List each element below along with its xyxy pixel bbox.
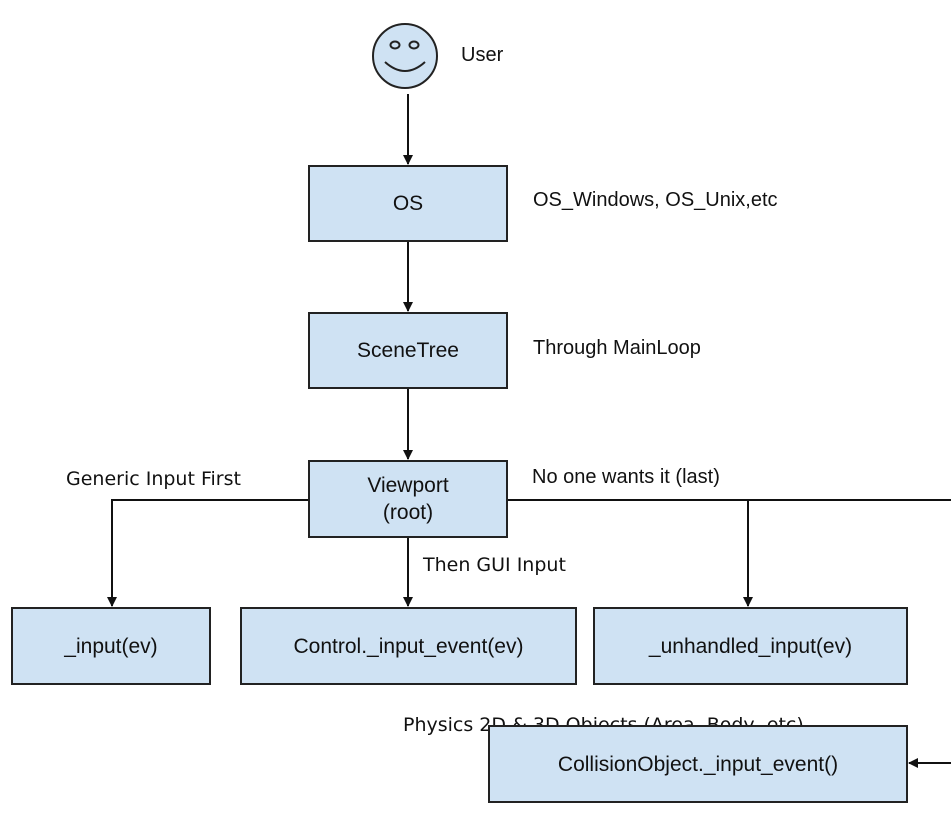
control-input-event-label: Control._input_event(ev) [293,634,524,658]
collision-object-node: CollisionObject._input_event() [488,725,908,803]
arrow-viewport-to-input [107,499,308,607]
os-note: OS_Windows, OS_Unix,etc [533,189,778,211]
scenetree-node-label: SceneTree [357,339,459,362]
viewport-node-line1: Viewport [367,474,449,497]
unhandled-input-label: _unhandled_input(ev) [648,634,853,658]
scenetree-node: SceneTree [308,312,508,389]
collision-object-label: CollisionObject._input_event() [557,752,839,776]
control-input-event-node: Control._input_event(ev) [240,607,577,685]
no-one-wants-label: No one wants it (last) [532,466,720,488]
viewport-node: Viewport (root) [308,460,508,538]
generic-input-first-label: Generic Input First [66,468,241,490]
viewport-node-line2: (root) [382,501,434,524]
input-node-label: _input(ev) [64,634,158,658]
scenetree-note: Through MainLoop [533,337,701,359]
then-gui-input-label: Then GUI Input [423,554,566,576]
os-node-label: OS [392,192,424,215]
os-node: OS [308,165,508,242]
user-face-icon [372,23,438,89]
input-node: _input(ev) [11,607,211,685]
unhandled-input-node: _unhandled_input(ev) [593,607,908,685]
user-label: User [461,44,504,66]
